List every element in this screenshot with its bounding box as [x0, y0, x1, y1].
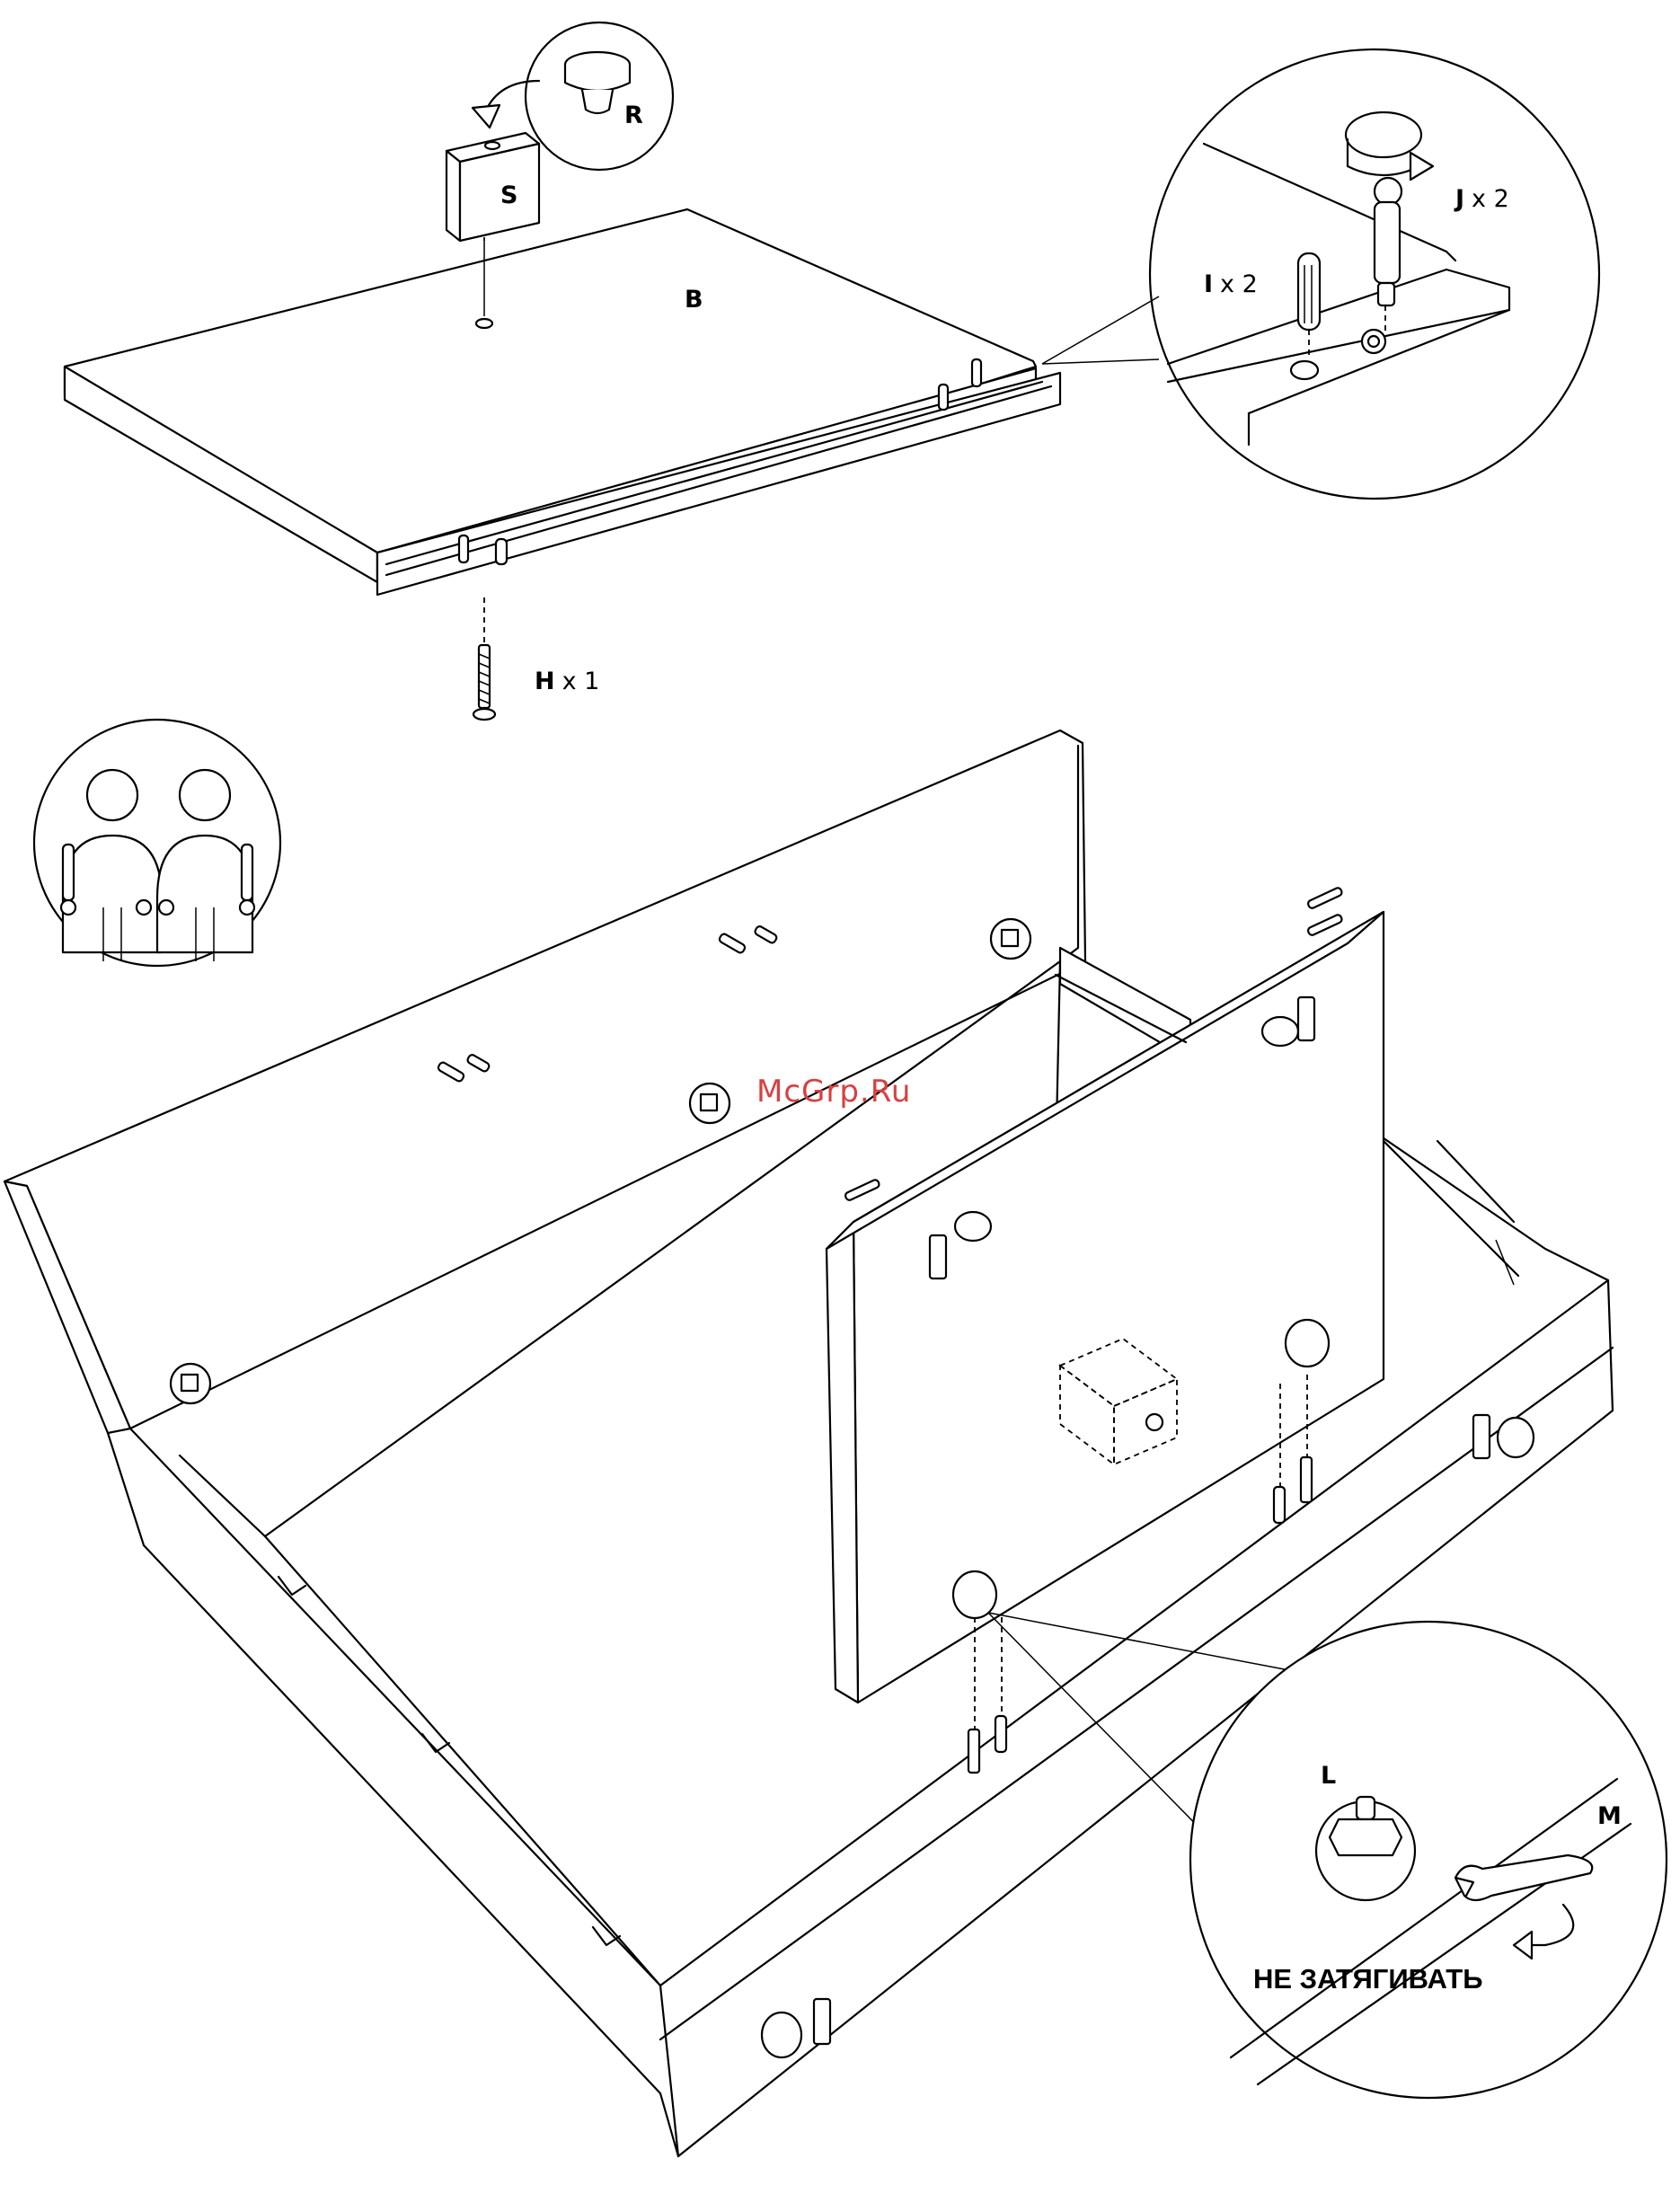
screw-h: [473, 597, 495, 720]
knob-r-callout: [526, 22, 673, 170]
cam-lock: [171, 1364, 210, 1403]
cam-lock: [1473, 1415, 1534, 1458]
two-people-icon: [34, 720, 280, 966]
dowel-screw-callout: [1042, 49, 1599, 499]
nut-wrench-callout: [988, 1613, 1667, 2098]
watermark: McGrp.Ru: [756, 1074, 911, 1110]
label-part-m: M: [1597, 1802, 1622, 1830]
label-part-r: R: [624, 102, 643, 129]
warning-text: НЕ ЗАТЯГИВАТЬ: [1253, 1963, 1483, 1995]
cam-lock: [991, 919, 1030, 959]
cam-lock: [762, 1999, 830, 2057]
label-part-l: L: [1321, 1762, 1336, 1790]
label-part-b: B: [685, 286, 703, 314]
block-s: [447, 133, 539, 241]
panel-b: [65, 209, 1060, 595]
label-part-s: S: [500, 181, 517, 209]
cam-lock: [690, 1084, 729, 1123]
